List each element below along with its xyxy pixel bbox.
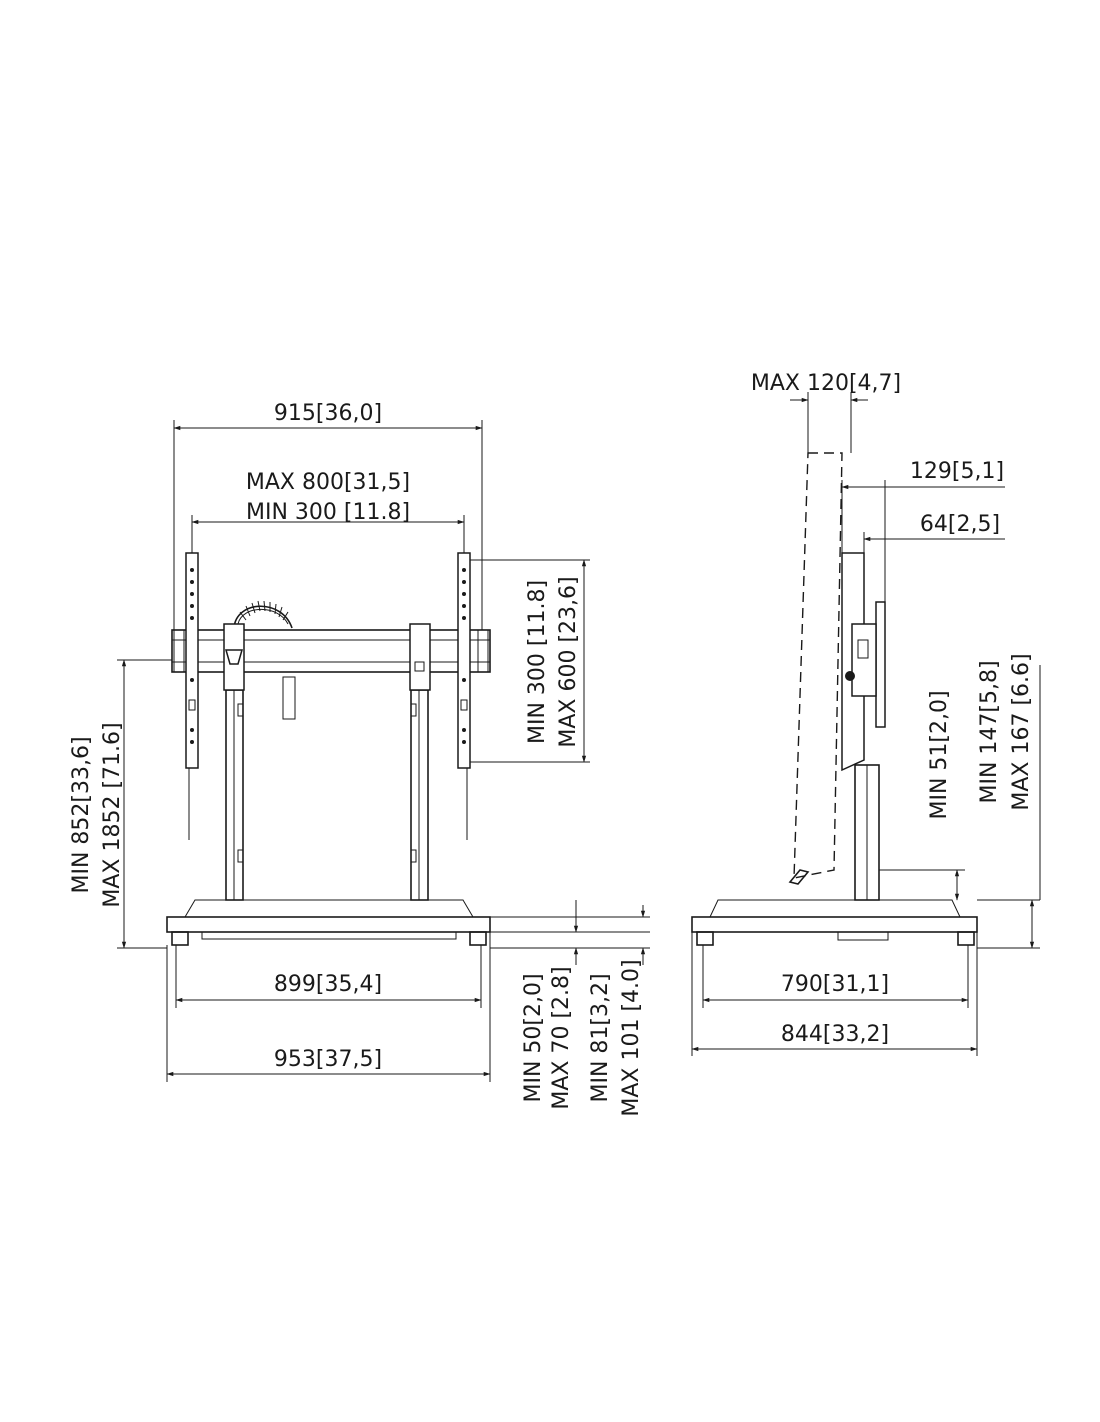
- front-overall-width-label: 915[36,0]: [274, 401, 382, 426]
- side-floor-to-base-min-label: MIN 51[2,0]: [927, 690, 952, 819]
- front-base-height-min-label: MIN 81[3,2]: [588, 973, 613, 1102]
- front-center-height-max-label: MAX 1852 [71.6]: [100, 722, 125, 907]
- side-base-level-min-label: MIN 147[5,8]: [977, 660, 1002, 803]
- side-depth-interface-label: 64[2,5]: [920, 512, 1000, 537]
- front-base-clear-max-label: MAX 70 [2.8]: [549, 966, 574, 1109]
- front-wheel-span-label: 899[35,4]: [274, 972, 382, 997]
- front-center-height-min-label: MIN 852[33,6]: [69, 736, 94, 893]
- front-vesa-max-height-label: MAX 600 [23,6]: [556, 576, 581, 747]
- front-vesa-min-width-label: MIN 300 [11.8]: [246, 500, 410, 525]
- front-vesa-min-height-label: MIN 300 [11.8]: [525, 580, 550, 744]
- side-view: [691, 392, 1041, 1056]
- side-depth-total-label: 129[5,1]: [910, 459, 1004, 484]
- side-tilt-max-label: MAX 120[4,7]: [751, 371, 901, 396]
- side-base-depth-label: 844[33,2]: [781, 1022, 889, 1047]
- front-base-width-label: 953[37,5]: [274, 1047, 382, 1072]
- front-vesa-max-width-label: MAX 800[31,5]: [246, 470, 410, 495]
- side-base-level-max-label: MAX 167 [6.6]: [1009, 653, 1034, 810]
- front-base-clear-min-label: MIN 50[2,0]: [521, 973, 546, 1102]
- front-view: [117, 420, 650, 1082]
- side-wheel-span-label: 790[31,1]: [781, 972, 889, 997]
- front-base-height-max-label: MAX 101 [4.0]: [619, 959, 644, 1116]
